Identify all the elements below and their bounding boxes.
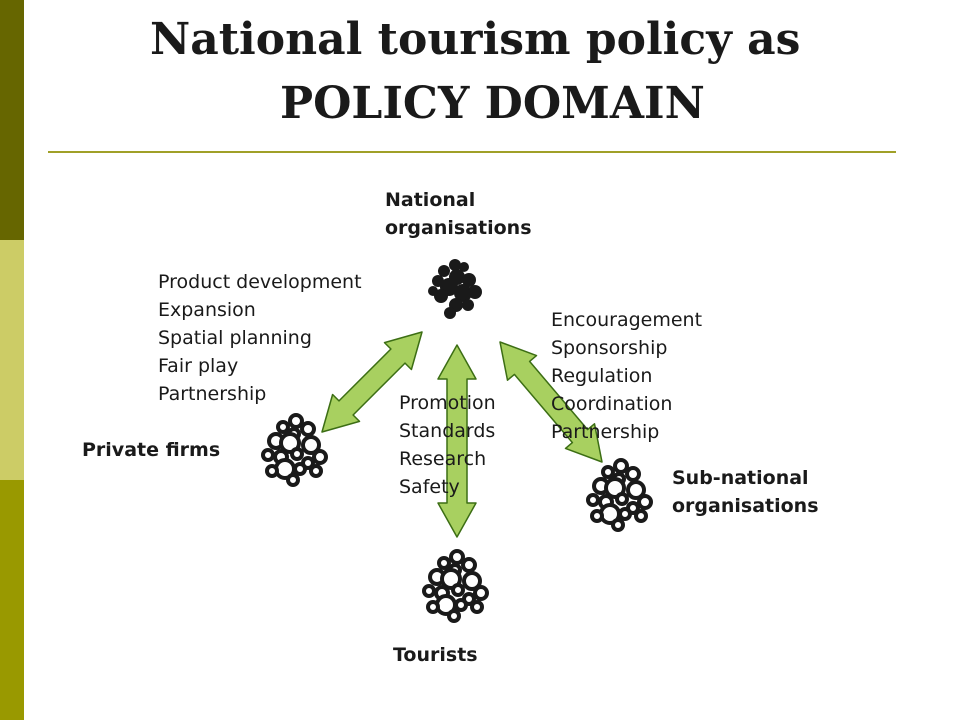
national-subnational-relations-list: Encouragement Sponsorship Regulation Coo… <box>551 306 702 446</box>
cluster-circle <box>462 299 474 311</box>
cluster-circle <box>454 598 468 612</box>
cluster-circle <box>276 420 290 434</box>
cluster-circle <box>625 466 641 482</box>
cluster-circle <box>590 509 604 523</box>
relation-item: Sponsorship <box>551 337 668 359</box>
cluster-circle <box>618 507 632 521</box>
subnational-label-line1: Sub-national <box>672 467 809 489</box>
relation-item: Safety <box>399 476 460 498</box>
cluster-circle <box>459 262 469 272</box>
cluster-circle <box>301 435 321 455</box>
cluster-circle <box>288 413 304 429</box>
relation-item: Coordination <box>551 393 673 415</box>
sidebar-decoration <box>0 0 24 720</box>
cluster-circle <box>462 571 482 591</box>
cluster-circle <box>449 259 461 271</box>
slide-title-line2: POLICY DOMAIN <box>280 78 705 129</box>
cluster-circle <box>437 556 451 570</box>
national-organisations-label: National organisations <box>385 186 532 242</box>
cluster-circle <box>451 583 465 597</box>
cluster-circle <box>312 449 328 465</box>
relation-item: Spatial planning <box>158 327 312 349</box>
cluster-circle <box>293 462 307 476</box>
private-firms-label: Private firms <box>82 439 221 461</box>
cluster-circle <box>615 492 629 506</box>
cluster-circle <box>586 493 600 507</box>
cluster-circle <box>300 421 316 437</box>
national-label-line1: National <box>385 189 476 211</box>
relation-item: Regulation <box>551 365 653 387</box>
arrow-national-tourists <box>437 344 477 538</box>
cluster-circle <box>449 549 465 565</box>
relation-item: Promotion <box>399 392 496 414</box>
private-firms-cluster-icon <box>261 413 328 487</box>
relation-item: Partnership <box>551 421 660 443</box>
relation-item: Partnership <box>158 383 267 405</box>
cluster-circle <box>265 464 279 478</box>
cluster-circle <box>637 494 653 510</box>
relation-item: Fair play <box>158 355 239 377</box>
sidebar-band-dark <box>0 0 24 240</box>
cluster-circle <box>426 600 440 614</box>
cluster-circle <box>438 265 450 277</box>
sidebar-band-mid <box>0 480 24 720</box>
cluster-circle <box>468 285 482 299</box>
sub-national-cluster-icon <box>586 458 653 532</box>
arrows-layer <box>321 331 603 538</box>
cluster-circle <box>309 464 323 478</box>
cluster-circle <box>634 509 648 523</box>
slide-title-line1: National tourism policy as <box>150 14 801 65</box>
arrow-national-private <box>321 331 423 433</box>
relation-item: Research <box>399 448 487 470</box>
cluster-circle <box>428 286 438 296</box>
cluster-circle <box>422 584 436 598</box>
relation-item: Expansion <box>158 299 256 321</box>
cluster-circle <box>290 447 304 461</box>
cluster-circle <box>601 465 615 479</box>
cluster-circle <box>470 600 484 614</box>
cluster-circle <box>626 480 646 500</box>
national-label-line2: organisations <box>385 217 532 239</box>
clusters-layer <box>261 259 653 623</box>
title-divider <box>48 151 896 153</box>
relation-item: Product development <box>158 271 362 293</box>
tourists-label: Tourists <box>393 644 478 666</box>
sidebar-band-light <box>0 240 24 480</box>
cluster-circle <box>447 609 461 623</box>
national-organisations-cluster-icon <box>428 259 482 319</box>
cluster-circle <box>454 284 472 302</box>
cluster-circle <box>286 473 300 487</box>
relation-item: Encouragement <box>551 309 703 331</box>
national-tourists-relations-list: Promotion Standards Research Safety <box>399 389 496 501</box>
arrow-national-subnational <box>499 341 603 463</box>
national-private-relations-list: Product development Expansion Spatial pl… <box>158 268 362 408</box>
cluster-circle <box>611 518 625 532</box>
subnational-label-line2: organisations <box>672 495 819 517</box>
cluster-circle <box>261 448 275 462</box>
cluster-circle <box>444 307 456 319</box>
cluster-circle <box>473 585 489 601</box>
relation-item: Standards <box>399 420 496 442</box>
tourists-cluster-icon <box>422 549 489 623</box>
cluster-circle <box>462 273 476 287</box>
cluster-circle <box>461 557 477 573</box>
cluster-circle <box>613 458 629 474</box>
sub-national-organisations-label: Sub-national organisations <box>672 464 819 520</box>
